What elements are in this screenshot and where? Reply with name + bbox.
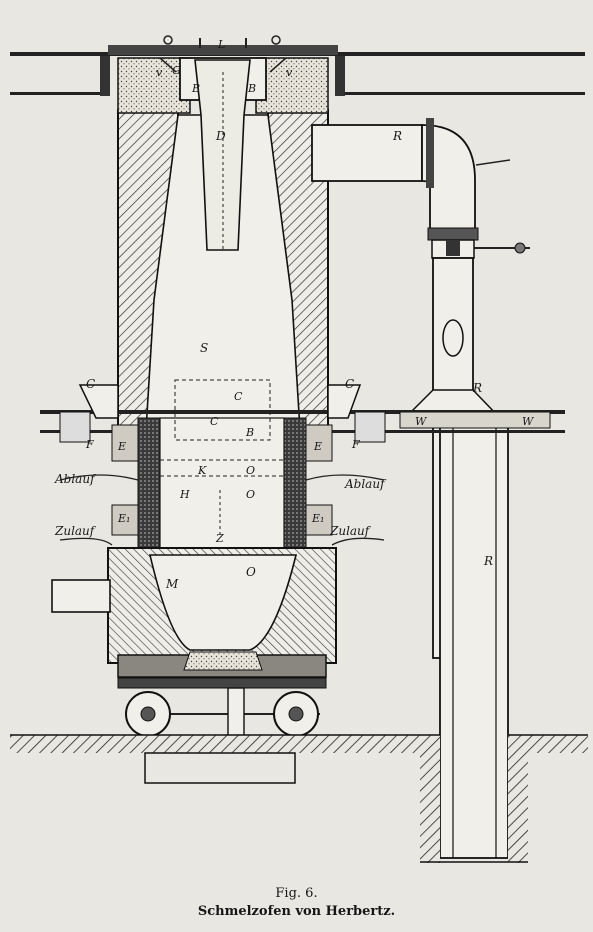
label-R-low: R	[483, 554, 493, 568]
label-ablauf-right: Ablauf	[344, 477, 387, 491]
label-W-left: W	[415, 415, 428, 428]
label-zulauf-right: Zulauf	[329, 524, 372, 538]
furnace-shaft	[117, 35, 329, 431]
label-ablauf-left: Ablauf	[54, 472, 97, 486]
label-v-right: v	[286, 66, 293, 79]
ground	[10, 734, 588, 863]
label-B-inner: B	[245, 426, 254, 439]
hearth	[51, 547, 337, 678]
middle-platform	[40, 384, 565, 443]
label-C-inner: C	[234, 390, 243, 403]
label-G: G	[172, 64, 181, 77]
label-C-mid: C	[210, 415, 219, 428]
label-B-left: B	[191, 82, 200, 95]
carriage	[117, 677, 327, 744]
label-zulauf-left: Zulauf	[54, 524, 97, 538]
label-O-1: O	[246, 464, 255, 477]
figure-number: Fig. 6.	[275, 886, 318, 901]
melting-zone	[59, 379, 385, 549]
diagram-labels: L v v G B B D R R R S C C C C B W W E E …	[54, 38, 535, 591]
label-Z: Z	[215, 532, 224, 545]
label-W-right: W	[522, 415, 535, 428]
label-B-right: B	[247, 82, 256, 95]
figure-title: Schmelzofen von Herbertz.	[197, 904, 396, 919]
label-O-low: O	[246, 565, 256, 579]
label-M: M	[165, 577, 179, 591]
label-F-left: F	[85, 438, 94, 451]
label-O-2: O	[246, 488, 255, 501]
label-F-right: F	[351, 438, 360, 451]
label-K: K	[197, 464, 207, 477]
label-C-left: C	[86, 377, 95, 391]
label-E-right: E	[313, 440, 322, 453]
label-C-right: C	[345, 377, 354, 391]
label-L: L	[217, 38, 225, 51]
label-E1-right: E₁	[311, 512, 324, 525]
label-H: H	[179, 488, 190, 501]
label-S: S	[200, 341, 208, 355]
top-platform	[10, 45, 585, 96]
label-E1-left: E₁	[117, 512, 130, 525]
label-D: D	[215, 129, 226, 143]
exhaust-pipe	[311, 118, 530, 859]
label-R-top: R	[392, 129, 402, 143]
label-E-left: E	[117, 440, 126, 453]
label-v-left: v	[156, 66, 163, 79]
label-R-mid: R	[472, 381, 482, 395]
